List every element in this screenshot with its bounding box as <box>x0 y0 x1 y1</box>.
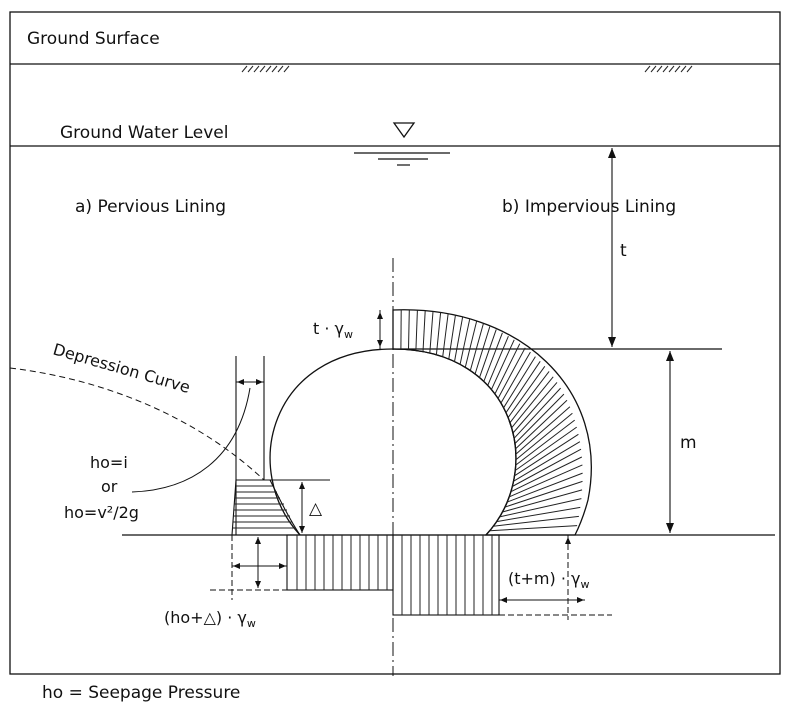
pervious-width-arrow-right <box>256 379 263 385</box>
impervious-pressure-hatch <box>400 309 583 532</box>
ground-water-level-label: Ground Water Level <box>60 123 228 143</box>
crown-pressure-arrow-top <box>377 312 383 319</box>
pervious-pressure-hatch <box>232 485 296 529</box>
base-pressure-pervious <box>286 534 394 591</box>
ho-leader-line <box>131 387 251 493</box>
hatch-line <box>483 332 503 382</box>
delta-arrow-top <box>299 482 305 489</box>
hatch-line <box>515 406 571 455</box>
ho-label-line1: ho=i <box>90 453 128 472</box>
soil-hatch-icon-right <box>644 65 693 73</box>
dimension-t-label: t <box>620 241 627 261</box>
hatch-line <box>493 515 579 527</box>
pervious-width-arrow-left <box>237 379 244 385</box>
impervious-lining-label: b) Impervious Lining <box>502 197 676 217</box>
hatch-line <box>514 426 577 471</box>
hatch-line <box>422 310 426 352</box>
inverted-triangle-icon <box>354 122 450 166</box>
ho-label-line2: or <box>101 477 118 496</box>
hatch-line <box>508 464 583 498</box>
hatch-line <box>497 347 526 399</box>
hatch-line <box>511 376 554 429</box>
soil-hatch-icon-left <box>241 65 290 73</box>
hatch-line <box>510 456 583 493</box>
depression-curve <box>9 367 265 481</box>
hatch-line <box>448 315 456 360</box>
hatch-line <box>489 525 578 532</box>
hatch-line <box>505 361 541 413</box>
hatch-line <box>415 310 418 351</box>
hatch-line <box>499 498 582 518</box>
hatch-line <box>490 339 515 390</box>
diagram-frame <box>9 11 781 675</box>
delta-arrow-bottom <box>299 526 305 533</box>
ho-label-line3: ho=v²/2g <box>64 503 139 522</box>
hatch-line <box>504 480 583 508</box>
hatch-line <box>513 441 581 482</box>
hatch-line <box>464 321 478 368</box>
dimension-m-label: m <box>680 433 697 453</box>
hatch-line <box>514 433 579 477</box>
hatch-line <box>512 382 558 434</box>
delta-label: △ <box>309 499 323 519</box>
hatch-line <box>435 312 442 355</box>
hatch-line <box>474 326 491 375</box>
hatch-line <box>479 329 497 378</box>
hatch-line <box>487 336 509 386</box>
tm-arrow-right <box>577 597 584 603</box>
ho-delta-arrow-right <box>279 563 286 569</box>
hatch-line <box>513 387 561 439</box>
hatch-line <box>512 448 582 487</box>
legend-seepage-pressure: ho = Seepage Pressure <box>42 683 240 703</box>
hatch-line <box>429 311 434 354</box>
hatch-line <box>515 419 576 466</box>
hatch-line <box>500 351 531 404</box>
hatch-line <box>454 317 464 362</box>
tm-arrow-top <box>565 537 571 544</box>
hatch-line <box>469 323 484 371</box>
hatch-line <box>515 412 573 461</box>
ho-delta-gamma-label: (ho+△) · γw <box>164 608 256 630</box>
crown-pressure-label: t · γw <box>313 319 353 341</box>
hatch-line <box>494 343 521 395</box>
ho-delta-arrow-bottom <box>255 581 261 588</box>
hatch-line <box>509 371 550 424</box>
ho-delta-arrow-left <box>233 563 240 569</box>
hatch-line <box>515 399 568 450</box>
hatch-line <box>503 356 536 409</box>
hatch-line <box>506 472 583 503</box>
hatch-line <box>496 506 581 523</box>
depression-curve-label: Depression Curve <box>51 340 192 397</box>
ho-delta-arrow-top <box>255 537 261 544</box>
ground-surface-label: Ground Surface <box>27 29 160 49</box>
tm-arrow-left <box>500 597 507 603</box>
hatch-line <box>502 489 583 513</box>
hatch-line <box>514 393 565 444</box>
pervious-pressure-block <box>231 479 302 536</box>
dimension-m-arrow-top <box>666 351 674 361</box>
dimension-t-arrow-bottom <box>608 337 616 347</box>
impervious-pressure-band <box>392 309 592 536</box>
crown-pressure-arrow-bottom <box>377 340 383 347</box>
pervious-lining-label: a) Pervious Lining <box>75 197 226 217</box>
hatch-line <box>442 313 449 357</box>
dimension-m-arrow-bottom <box>666 523 674 533</box>
hatch-line <box>408 309 410 350</box>
hatch-line <box>459 319 471 365</box>
tm-gamma-label: (t+m) · γw <box>508 569 589 591</box>
dimension-t-arrow-top <box>608 148 616 158</box>
hatch-line <box>507 366 546 418</box>
base-pressure-impervious <box>392 534 500 616</box>
base-pressure-hatch <box>296 535 493 615</box>
